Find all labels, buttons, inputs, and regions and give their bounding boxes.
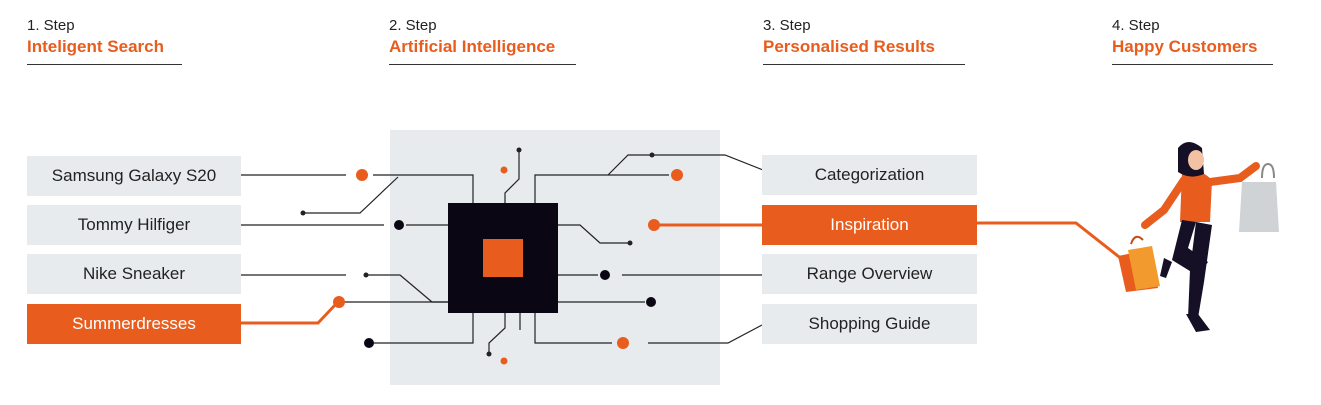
ai-chip-core xyxy=(483,239,523,277)
step-4-number: 4. Step xyxy=(1112,17,1160,34)
step-1: 1. Step Inteligent Search xyxy=(27,16,182,65)
input-highlight-line xyxy=(241,302,338,325)
output-categorization: Categorization xyxy=(762,155,977,195)
output-label: Categorization xyxy=(814,165,925,184)
input-samsung-galaxy-s20: Samsung Galaxy S20 xyxy=(27,156,241,196)
step-3-title: Personalised Results xyxy=(763,37,935,56)
input-label: Summerdresses xyxy=(72,314,196,333)
step-4: 4. Step Happy Customers xyxy=(1112,16,1273,65)
step-2-number: 2. Step xyxy=(389,17,437,34)
step-3: 3. Step Personalised Results xyxy=(763,16,965,65)
step-2-underline xyxy=(389,64,576,65)
output-shopping-guide: Shopping Guide xyxy=(762,304,977,344)
step-3-number: 3. Step xyxy=(763,17,811,34)
output-inspiration: Inspiration xyxy=(762,205,977,245)
step-2: 2. Step Artificial Intelligence xyxy=(389,16,576,65)
step-1-title: Inteligent Search xyxy=(27,37,164,56)
circuit-lines xyxy=(241,150,764,354)
input-tommy-hilfiger: Tommy Hilfiger xyxy=(27,205,241,245)
input-nike-sneaker: Nike Sneaker xyxy=(27,254,241,294)
step-1-underline xyxy=(27,64,182,65)
output-label: Range Overview xyxy=(806,264,933,283)
step-2-title: Artificial Intelligence xyxy=(389,37,556,56)
input-label: Nike Sneaker xyxy=(82,264,186,283)
step-4-title: Happy Customers xyxy=(1112,37,1258,56)
input-label: Samsung Galaxy S20 xyxy=(51,166,217,185)
customer-highlight-line xyxy=(977,221,1124,262)
step-4-underline xyxy=(1112,64,1273,65)
circuit-dots xyxy=(300,147,683,365)
step-1-number: 1. Step xyxy=(27,17,75,34)
happy-customer-icon xyxy=(1118,142,1279,332)
input-summerdresses: Summerdresses xyxy=(27,304,241,344)
step-3-underline xyxy=(763,64,965,65)
output-label: Shopping Guide xyxy=(808,314,931,333)
input-label: Tommy Hilfiger xyxy=(77,215,191,234)
output-label: Inspiration xyxy=(830,215,909,234)
output-range-overview: Range Overview xyxy=(762,254,977,294)
